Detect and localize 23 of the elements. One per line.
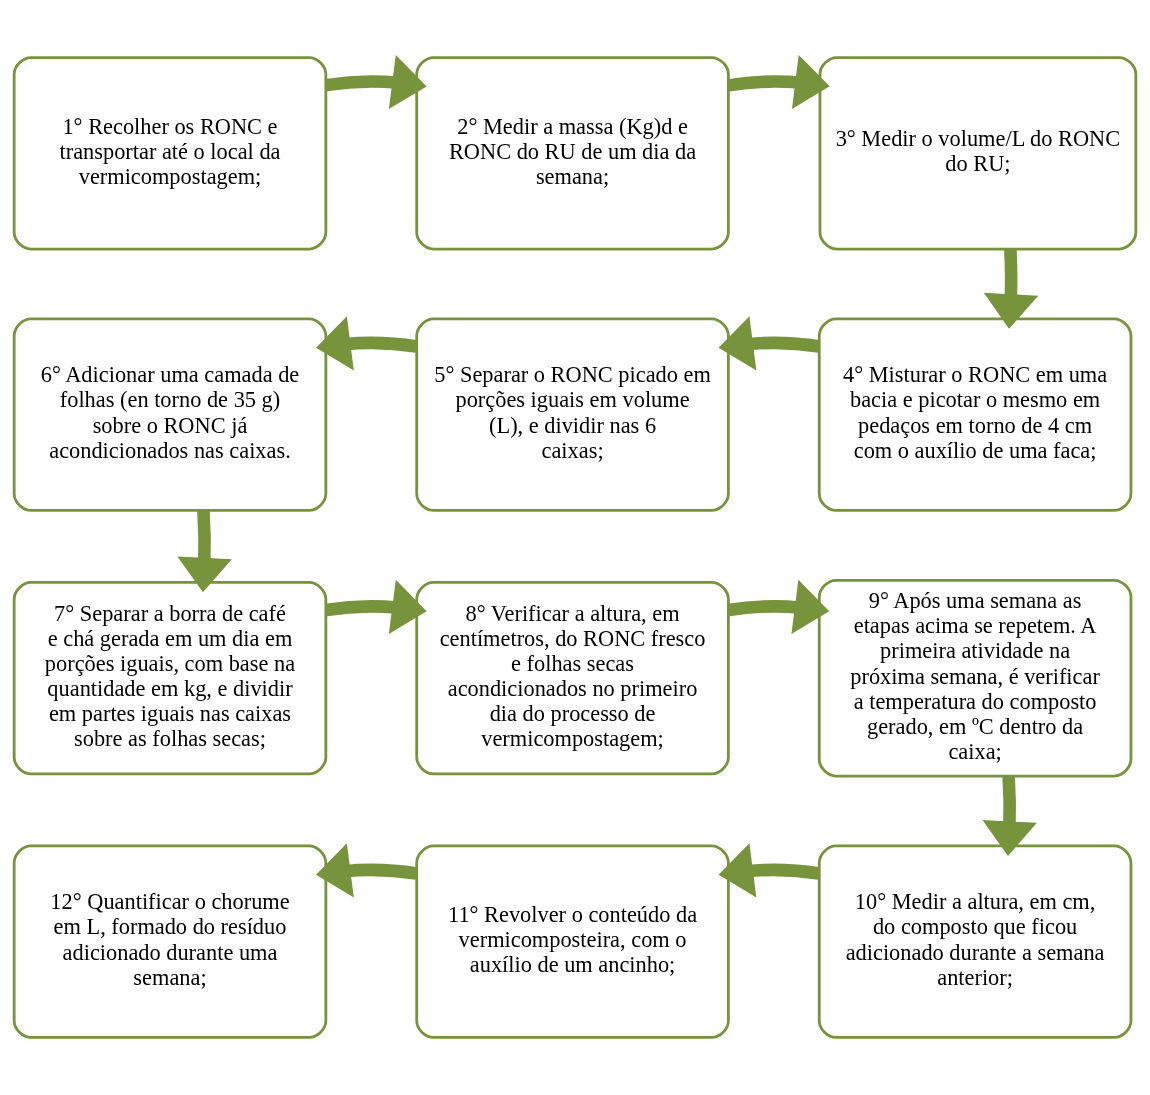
node-box: 10° Medir a altura, em cm, do composto que ficou adicionado durante a semana anterior; — [817, 844, 1133, 1039]
node-box: 12° Quantificar o chorume em L, formado do resíduo adicionado durante uma semana; — [12, 844, 328, 1039]
node-box: 11° Revolver o conteúdo da vermicomposteira, com o auxílio de um ancinho; — [415, 844, 730, 1039]
arrow — [727, 54, 830, 110]
node-box: 2° Medir a massa (Kg)d e RONC do RU de um dia da semana; — [415, 56, 730, 251]
node-box: 9° Após uma semana as etapas acima se repetem. A primeira atividade na próxima semana, é verificar a temperatura do composto gerado, em ºC dentro da caixa; — [817, 578, 1133, 778]
node-box: 8° Verificar a altura, em centímetros, do RONC fresco e folhas secas acondicionados no primeiro dia do processo de vermicompostagem; — [415, 581, 730, 776]
arrow — [983, 248, 1039, 329]
arrow — [727, 579, 830, 634]
arrow — [316, 843, 418, 898]
arrow — [325, 55, 427, 110]
node-box: 6° Adicionar uma camada de folhas (en torno de 35 g) sobre o RONC já acondicionados nas caixas. — [12, 317, 328, 512]
arrow — [325, 579, 427, 634]
node-box: 1° Recolher os RONC e transportar até o local da vermicompostagem; — [12, 56, 328, 251]
arrow — [718, 316, 821, 371]
node-box: 3° Medir o volume/L do RONC do RU; — [818, 56, 1138, 251]
arrow — [316, 316, 418, 371]
arrow — [982, 775, 1037, 857]
node-box: 4° Misturar o RONC em uma bacia e picotar o mesmo em pedaços em torno de 4 cm com o auxílio de uma faca; — [817, 317, 1133, 512]
node-box: 7° Separar a borra de café e chá gerada em um dia em porções iguais, com base na quantidade em kg, e dividir em partes iguais nas caixas sobre as folhas secas; — [12, 581, 328, 776]
arrow — [177, 510, 232, 593]
arrow — [718, 843, 821, 898]
node-box: 5° Separar o RONC picado em porções iguais em volume (L), e dividir nas 6 caixas; — [415, 317, 730, 512]
